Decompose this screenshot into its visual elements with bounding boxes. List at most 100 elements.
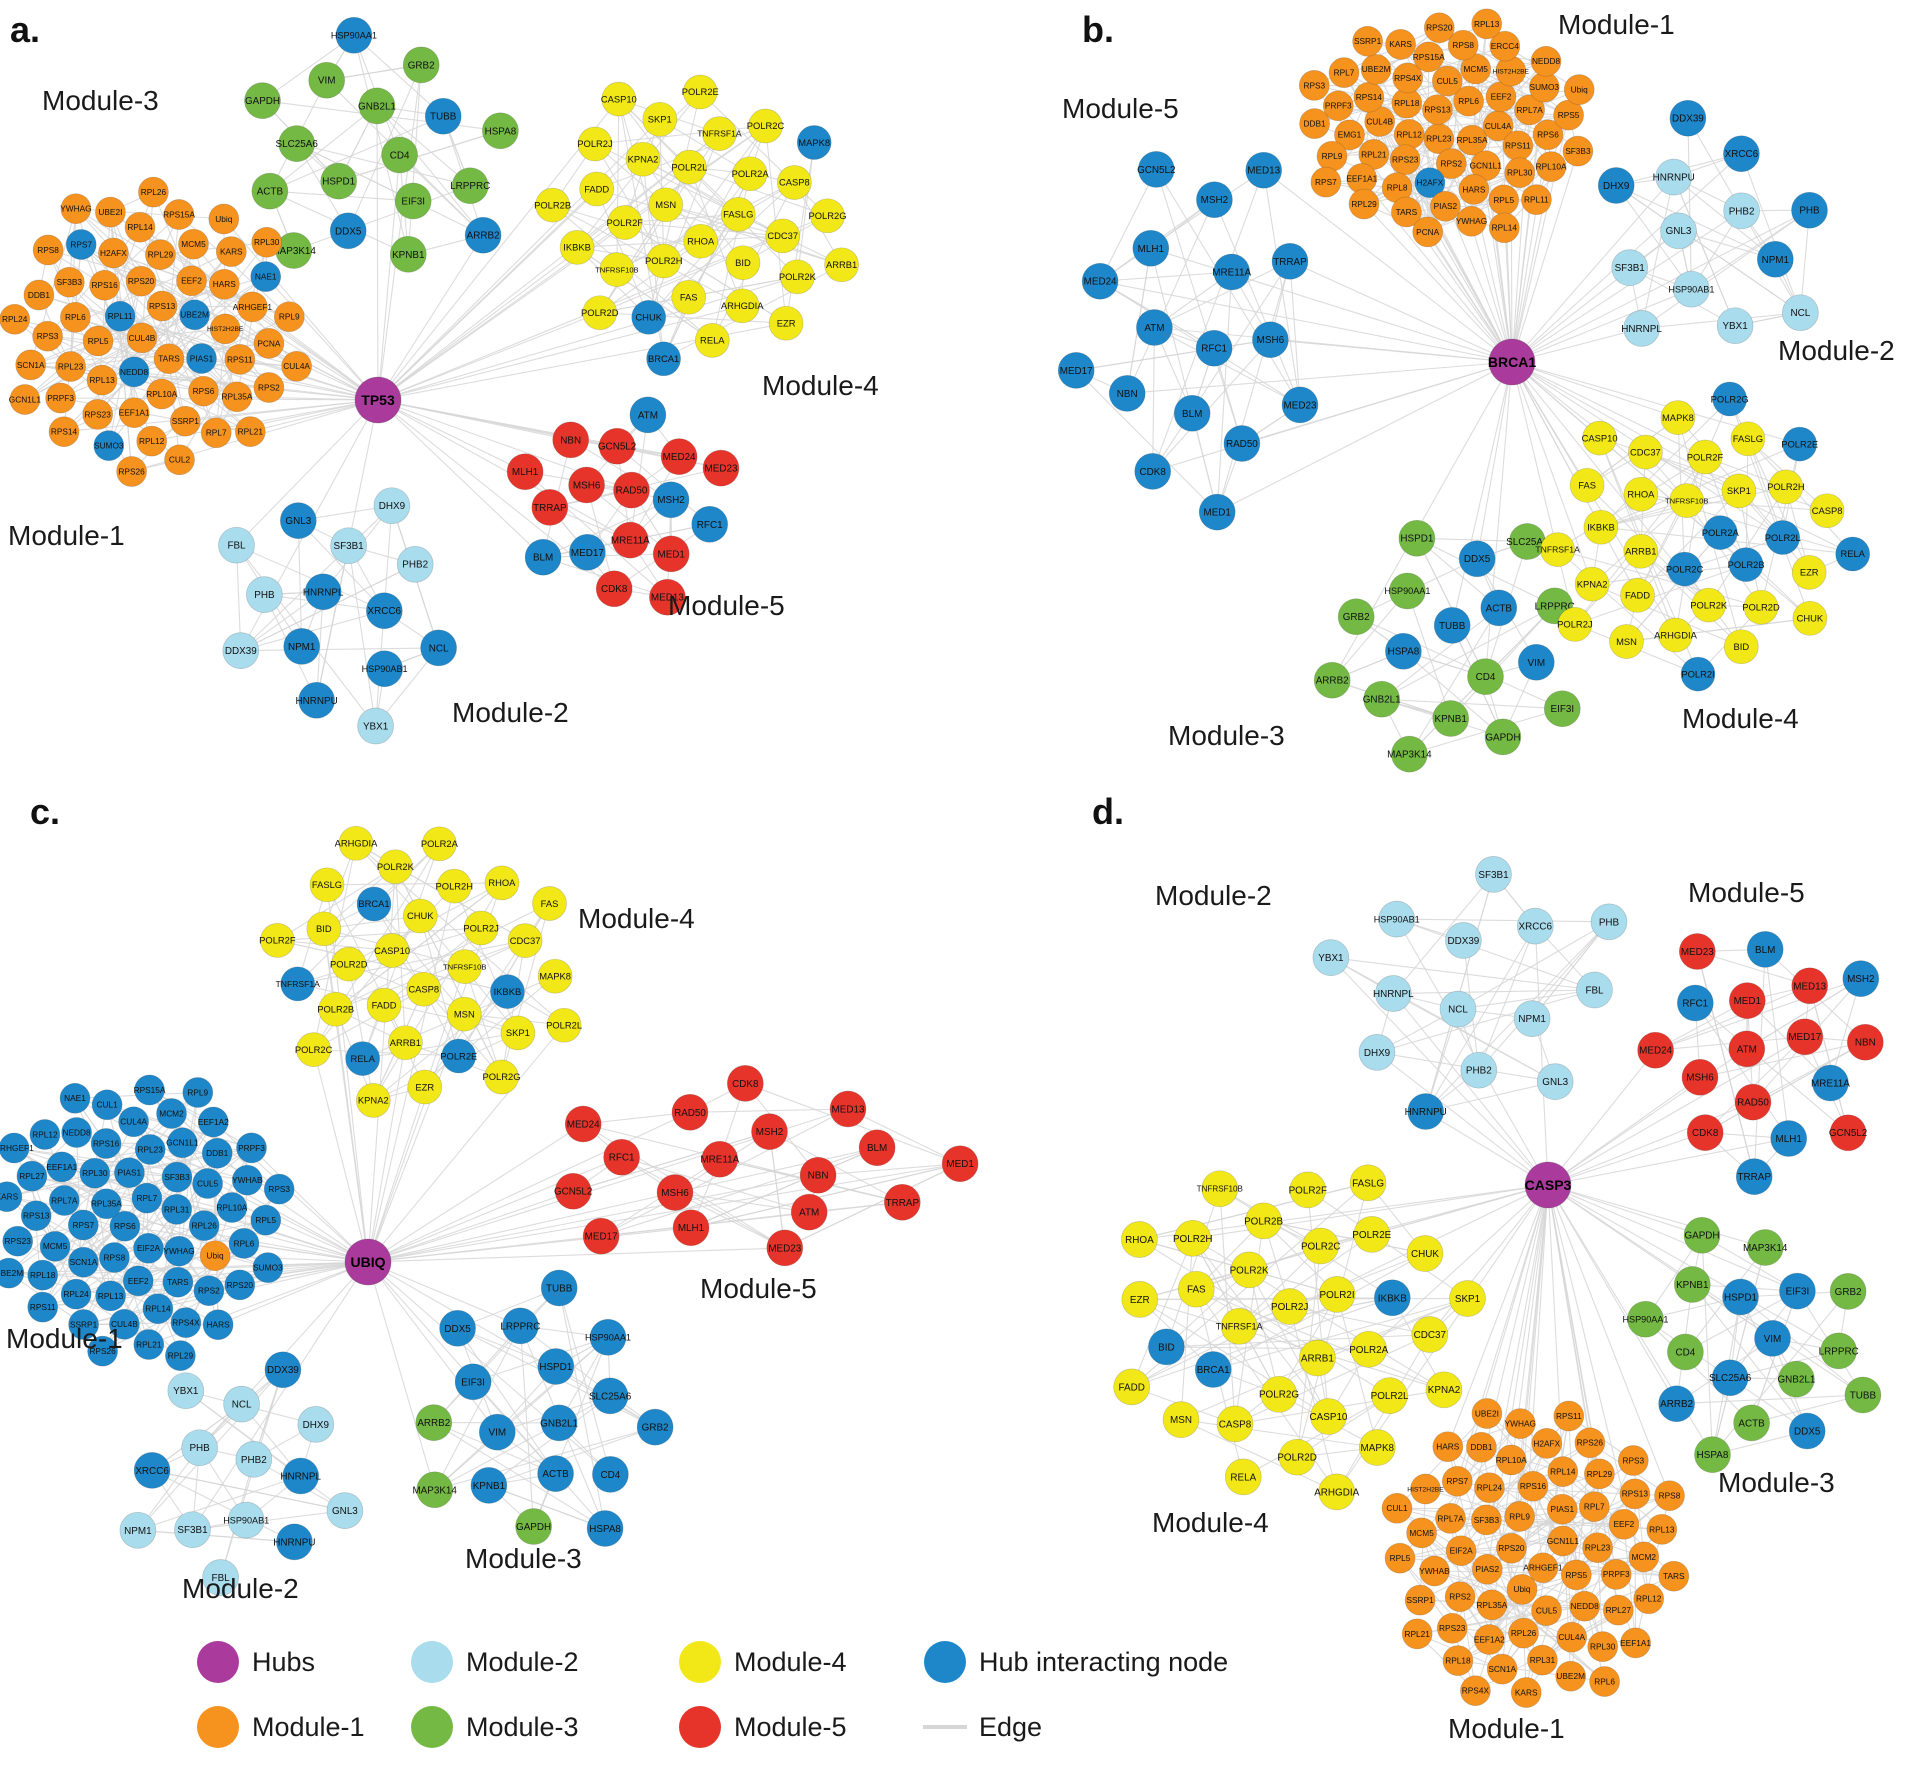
node: BID xyxy=(725,245,761,281)
node: RPL23 xyxy=(55,351,86,382)
node: FBL xyxy=(218,526,255,564)
node: FADD xyxy=(1620,577,1655,613)
node: MED24 xyxy=(1637,1031,1674,1069)
node: UBE2I xyxy=(1471,1398,1503,1429)
node: MAPK8 xyxy=(537,958,573,994)
node: RPL26 xyxy=(1508,1617,1539,1649)
node: RPL9 xyxy=(1316,140,1348,172)
node-label: GNB2L1 xyxy=(1363,695,1401,706)
node: HNRNPU xyxy=(273,1523,316,1561)
node: DDX5 xyxy=(329,212,367,250)
node: FADD xyxy=(1113,1368,1151,1406)
node-label: CUL4B xyxy=(129,333,156,343)
node: EIF3I xyxy=(1543,690,1581,728)
node-label: RELA xyxy=(1840,548,1865,559)
node: PHB xyxy=(246,576,283,613)
node-label: TNFRSF10B xyxy=(595,265,638,274)
node: IKBKB xyxy=(490,974,525,1009)
node: POLR2L xyxy=(546,1007,582,1043)
node-label: BID xyxy=(316,923,332,934)
node-label: Ubiq xyxy=(1571,85,1588,95)
node: POLR2E xyxy=(1352,1216,1392,1253)
node-label: RPL10A xyxy=(1536,162,1567,172)
node: PHB xyxy=(1590,903,1628,941)
legend-item: Module-3 xyxy=(411,1706,579,1748)
node-label: RPS16 xyxy=(91,280,118,290)
node: FAS xyxy=(671,279,707,315)
node-label: MRE11A xyxy=(1212,268,1251,279)
node-label: PRPF3 xyxy=(47,393,74,403)
node: LRPPRC xyxy=(450,167,490,205)
node: POLR2F xyxy=(1289,1171,1327,1209)
node-label: TNFRSF10B xyxy=(1665,496,1708,505)
node-label: POLR2F xyxy=(1289,1185,1327,1196)
node: TNFRSF1A xyxy=(275,966,320,1002)
node-label: NEDD8 xyxy=(1571,1601,1600,1611)
node-label: MLH1 xyxy=(1776,1134,1803,1145)
node-label: RPL35A xyxy=(222,392,253,402)
node-label: POLR2E xyxy=(1781,438,1818,449)
node: RPS2 xyxy=(1435,148,1467,179)
node-label: MCM2 xyxy=(159,1108,184,1118)
node: CDK8 xyxy=(1134,453,1172,490)
node-label: MSN xyxy=(454,1008,475,1019)
node: XRCC6 xyxy=(1516,907,1554,945)
node-label: KPNB1 xyxy=(392,250,425,261)
node-label: RPS26 xyxy=(1577,1438,1604,1448)
legend-item: Hub interacting node xyxy=(924,1641,1228,1683)
node-label: CASP8 xyxy=(1219,1419,1252,1430)
node: RPL7A xyxy=(1435,1503,1466,1534)
node: YBX1 xyxy=(1312,939,1350,976)
node: RPL7A xyxy=(48,1185,80,1216)
node-label: RPL14 xyxy=(145,1304,171,1314)
node-label: RPS11 xyxy=(1556,1411,1582,1421)
node: RFC1 xyxy=(691,505,729,543)
node: GRB2 xyxy=(1829,1273,1867,1310)
node: ATM xyxy=(790,1193,828,1231)
node-label: ARRB2 xyxy=(417,1418,450,1429)
node: MED23 xyxy=(766,1229,804,1267)
node-label: SKP1 xyxy=(1727,485,1751,496)
node: HNRNPL xyxy=(280,1457,322,1495)
node-label: RAD50 xyxy=(616,486,648,497)
node: RPL14 xyxy=(124,211,156,243)
node-label: CUL4A xyxy=(283,361,310,371)
node-label: NBN xyxy=(808,1171,829,1182)
node-label: EEF2 xyxy=(181,276,202,286)
node: ARHGEF1 xyxy=(233,291,272,323)
node: RPS26 xyxy=(1574,1427,1606,1459)
node-label: PIAS1 xyxy=(190,353,214,363)
node-label: RPL27 xyxy=(1606,1605,1632,1615)
node-label: EIF2A xyxy=(137,1243,161,1253)
node-label: RPL13 xyxy=(98,1291,124,1301)
node-label: DDB1 xyxy=(28,290,51,300)
node-label: MAPK8 xyxy=(798,137,830,148)
legend-color-swatch xyxy=(679,1641,721,1683)
node: H2AFX xyxy=(1531,1428,1563,1459)
node-label: CASP10 xyxy=(1582,432,1618,443)
node: RHOA xyxy=(1623,476,1659,512)
node-label: DDX5 xyxy=(335,226,362,237)
node: RPL10A xyxy=(146,378,178,410)
node: RPL30 xyxy=(251,226,283,258)
node: DDX39 xyxy=(1445,922,1482,959)
node: POLR2G xyxy=(808,198,847,234)
node: DDX5 xyxy=(1788,1412,1826,1450)
node: RPS26 xyxy=(87,1335,118,1367)
node: RPL21 xyxy=(133,1329,165,1360)
node-label: SF3B3 xyxy=(57,277,83,287)
node: YWHAG xyxy=(60,193,92,225)
node: GCN1L1 xyxy=(166,1127,199,1159)
node: SUMO3 xyxy=(93,430,125,461)
module-label: Module-3 xyxy=(1718,1467,1835,1498)
node: ARRB2 xyxy=(1658,1385,1695,1423)
node: VIM xyxy=(1754,1320,1791,1357)
node-label: HNRNPU xyxy=(273,1537,315,1548)
node-label: ARRB2 xyxy=(1660,1399,1693,1410)
node: GAPDH xyxy=(515,1508,552,1545)
node-label: POLR2J xyxy=(577,138,612,149)
node: RPS8 xyxy=(32,234,64,266)
node-label: HARS xyxy=(207,1320,231,1330)
node-label: RPS8 xyxy=(37,245,59,255)
node: PRPF3 xyxy=(45,382,76,414)
